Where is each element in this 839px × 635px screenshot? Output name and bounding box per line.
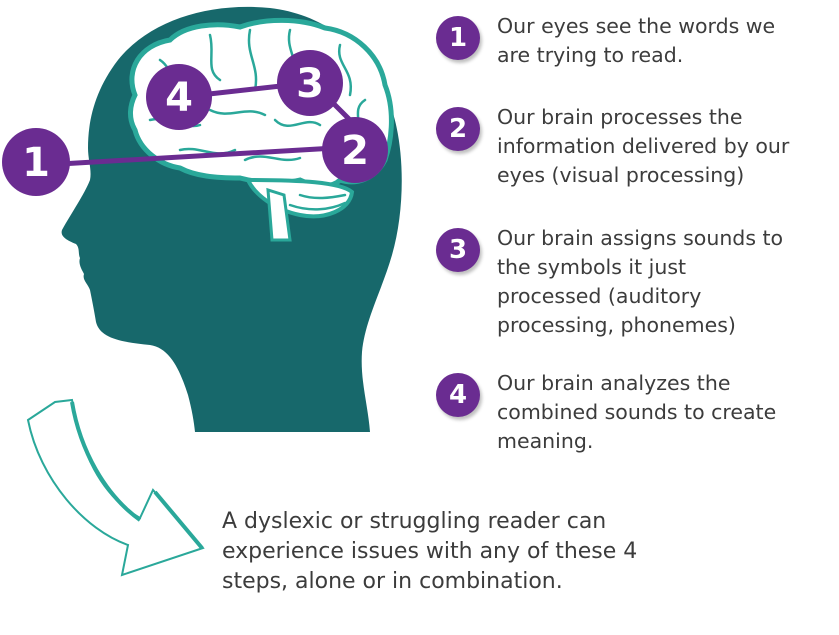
step-text: Our brain processes the information deli… [497,105,790,187]
svg-text:4: 4 [165,75,193,121]
step-1: 1 Our eyes see the words we are trying t… [436,12,787,70]
step-number-badge: 1 [436,16,480,60]
step-text: Our brain assigns sounds to the symbols … [497,226,784,337]
svg-text:3: 3 [296,61,324,107]
step-text: Our eyes see the words we are trying to … [497,14,776,67]
step-4: 4 Our brain analyzes the combined sounds… [436,369,777,456]
step-number-badge: 2 [436,107,480,151]
svg-text:1: 1 [22,140,50,186]
diagram-badge-3: 3 [277,50,343,116]
step-number-badge: 4 [436,373,480,417]
curved-arrow-icon [26,398,205,577]
diagram-badge-2: 2 [322,117,388,183]
step-3: 3 Our brain assigns sounds to the symbol… [436,224,787,340]
diagram-badge-1: 1 [2,128,70,196]
step-2: 2 Our brain processes the information de… [436,103,797,190]
step-text: Our brain analyzes the combined sounds t… [497,371,777,453]
diagram-badge-4: 4 [146,64,212,130]
step-number-badge: 3 [436,228,480,272]
svg-text:2: 2 [341,128,369,174]
footer-note: A dyslexic or struggling reader can expe… [222,509,638,594]
